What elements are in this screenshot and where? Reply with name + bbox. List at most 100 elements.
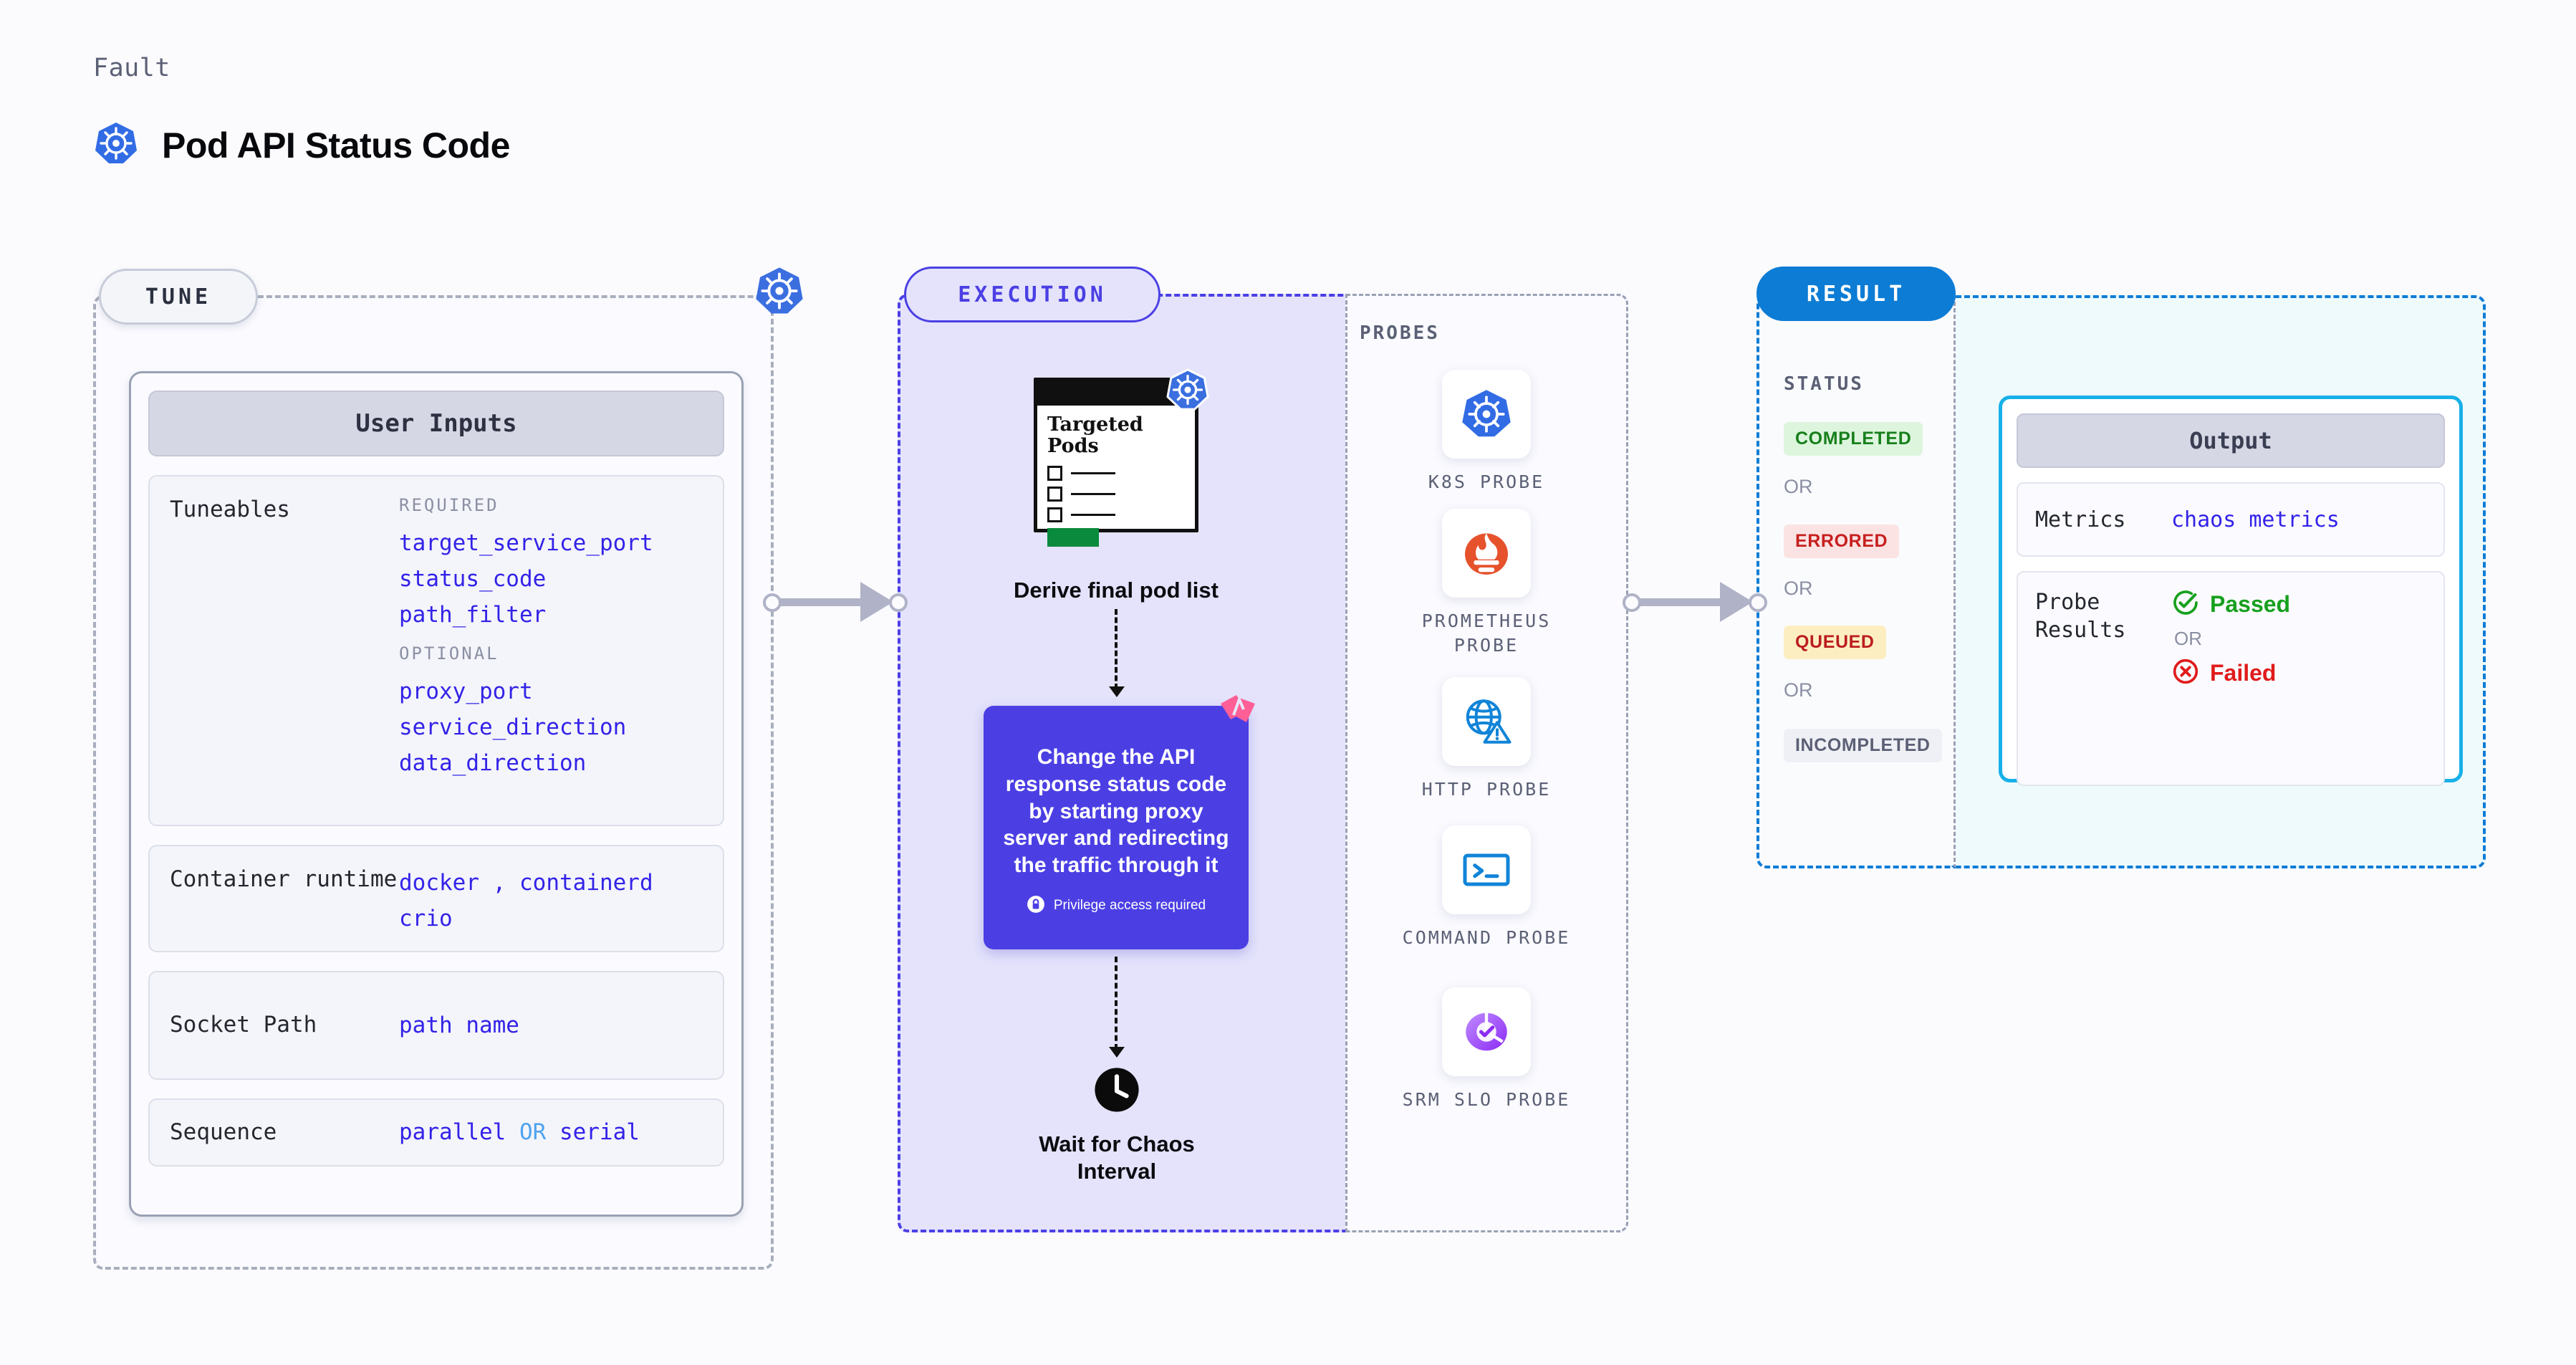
tuneable-value[interactable]: status_code: [399, 566, 547, 593]
probe-label: COMMAND PROBE: [1402, 927, 1571, 948]
socket-path-row: Socket Path path name: [148, 971, 724, 1080]
lock-icon: [1027, 895, 1045, 917]
pods-checklist: [1047, 466, 1195, 523]
sequence-label: Sequence: [170, 1119, 277, 1145]
probe-results-label: Probe Results: [2035, 590, 2126, 643]
passed-label: Passed: [2210, 591, 2291, 617]
targeted-pods-title: Targeted Pods: [1047, 413, 1143, 458]
tuneable-value[interactable]: proxy_port: [399, 678, 533, 704]
runtime-value[interactable]: crio: [399, 906, 453, 932]
action-card: Change the API response status code by s…: [984, 706, 1249, 949]
output-title: Output: [2017, 413, 2445, 468]
tuneables-group-title-optional: OPTIONAL: [399, 643, 499, 664]
privilege-notice: Privilege access required: [1027, 895, 1206, 917]
kubernetes-icon: [754, 265, 805, 317]
srm-slo-icon: [1442, 987, 1531, 1076]
tuneable-value[interactable]: service_direction: [399, 714, 627, 740]
page-title-row: Pod API Status Code: [93, 120, 510, 170]
metrics-label: Metrics: [2035, 507, 2126, 532]
prometheus-icon: [1442, 509, 1531, 598]
step-label-wait-chaos-interval: Wait for Chaos Interval: [1039, 1131, 1195, 1184]
progress-bar: [1047, 528, 1099, 547]
placeholder-line: [1071, 472, 1115, 475]
status-title: STATUS: [1784, 373, 1864, 395]
sequence-row: Sequence parallel OR serial: [148, 1098, 724, 1167]
probe-command[interactable]: COMMAND PROBE: [1393, 825, 1580, 950]
placeholder-line: [1071, 514, 1115, 517]
action-description: Change the API response status code by s…: [1003, 745, 1229, 878]
metrics-value[interactable]: chaos metrics: [2171, 507, 2340, 532]
flow-arrow-1: [1109, 686, 1125, 697]
probe-prometheus[interactable]: PROMETHEUS PROBE: [1393, 509, 1580, 658]
kubernetes-icon: [1442, 370, 1531, 459]
status-badge-completed: COMPLETED: [1784, 422, 1923, 456]
probes-title: PROBES: [1360, 322, 1440, 344]
sequence-value[interactable]: parallel: [399, 1119, 506, 1146]
probe-label: PROMETHEUS PROBE: [1421, 610, 1552, 656]
runtime-value[interactable]: docker: [399, 870, 479, 896]
tuneables-label: Tuneables: [170, 497, 290, 522]
privilege-label: Privilege access required: [1053, 898, 1206, 914]
probe-result-passed: Passed: [2171, 588, 2426, 621]
runtime-value[interactable]: containerd: [519, 870, 653, 896]
probe-label: SRM SLO PROBE: [1402, 1089, 1571, 1110]
kubernetes-icon: [1166, 368, 1210, 412]
status-or: OR: [1784, 476, 1813, 497]
probe-k8s[interactable]: K8S PROBE: [1393, 370, 1580, 494]
terminal-icon: [1442, 825, 1531, 914]
checkbox-icon: [1047, 487, 1062, 502]
runtime-separator: ,: [492, 870, 506, 896]
user-inputs-title: User Inputs: [148, 391, 724, 456]
pods-checklist-item: [1047, 487, 1195, 502]
tune-pill: TUNE: [99, 269, 258, 325]
pods-checklist-item: [1047, 507, 1195, 523]
tuneables-row: Tuneables REQUIRED target_service_port s…: [148, 475, 724, 826]
output-card: Output Metrics chaos metrics Probe Resul…: [1999, 396, 2463, 786]
metrics-row: Metrics chaos metrics: [2017, 482, 2445, 557]
socket-path-label: Socket Path: [170, 1012, 317, 1038]
targeted-pods-card: Targeted Pods: [1034, 378, 1198, 547]
socket-path-value[interactable]: path name: [399, 1012, 519, 1038]
sequence-joiner: OR: [519, 1119, 547, 1146]
tuneables-group-title-required: REQUIRED: [399, 495, 499, 515]
checkbox-icon: [1047, 507, 1062, 523]
globe-warning-icon: [1442, 677, 1531, 766]
x-circle-icon: [2171, 657, 2200, 689]
pods-checklist-item: [1047, 466, 1195, 482]
fault-eyebrow: Fault: [93, 54, 170, 82]
flow-connector-2: [1115, 957, 1118, 1050]
status-badge-incompleted: INCOMPLETED: [1784, 729, 1942, 762]
status-badge-errored: ERRORED: [1784, 525, 1900, 558]
step-label-derive-pod-list: Derive final pod list: [1014, 578, 1219, 603]
status-or: OR: [1784, 679, 1813, 701]
status-badge-queued: QUEUED: [1784, 626, 1886, 659]
probe-srm-slo[interactable]: SRM SLO PROBE: [1393, 987, 1580, 1112]
probe-http[interactable]: HTTP PROBE: [1393, 677, 1580, 802]
flow-arrow-2: [1109, 1047, 1125, 1058]
connector-execution-to-result: [1623, 580, 1773, 623]
checkbox-icon: [1047, 466, 1062, 482]
probe-label: HTTP PROBE: [1421, 779, 1552, 800]
status-region: [1756, 295, 1956, 868]
container-runtime-row: Container runtime docker , containerd cr…: [148, 845, 724, 952]
sequence-value[interactable]: serial: [559, 1119, 640, 1146]
user-inputs-card: User Inputs Tuneables REQUIRED target_se…: [129, 371, 744, 1217]
probe-result-or: OR: [2174, 628, 2202, 649]
tuneable-value[interactable]: target_service_port: [399, 530, 653, 556]
litmus-chaos-icon: [1218, 694, 1258, 729]
connector-tune-to-execution: [763, 580, 913, 623]
flow-connector-1: [1115, 609, 1118, 689]
probe-label: K8S PROBE: [1428, 471, 1545, 492]
execution-pill: EXECUTION: [904, 267, 1160, 322]
kubernetes-icon: [93, 120, 139, 170]
tuneable-value[interactable]: data_direction: [399, 750, 587, 777]
placeholder-line: [1071, 493, 1115, 496]
check-circle-icon: [2171, 588, 2200, 621]
failed-label: Failed: [2210, 660, 2277, 686]
status-or: OR: [1784, 578, 1813, 599]
clock-icon: [1092, 1065, 1141, 1114]
page-title: Pod API Status Code: [162, 125, 510, 166]
tuneable-value[interactable]: path_filter: [399, 602, 547, 628]
container-runtime-label: Container runtime: [170, 866, 398, 892]
